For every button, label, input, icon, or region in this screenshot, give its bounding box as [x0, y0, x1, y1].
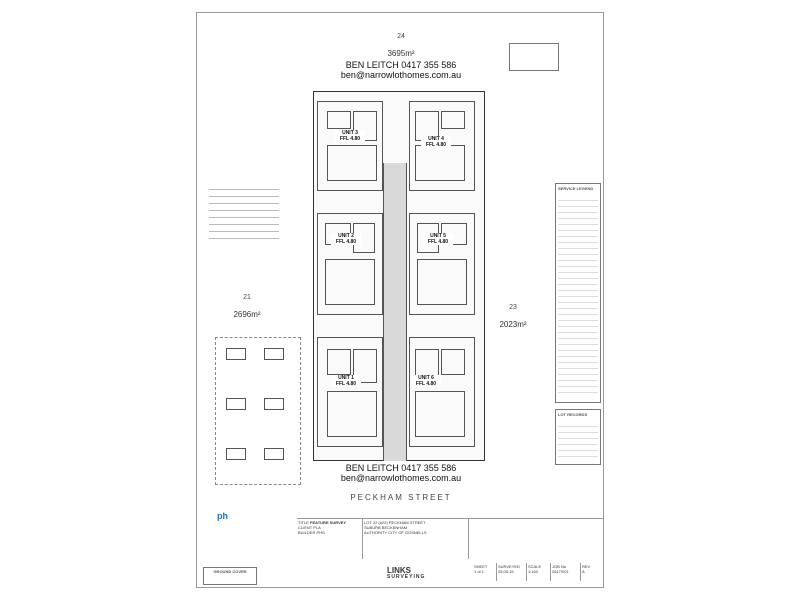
- company-logo: LINKS SURVEYING: [387, 566, 426, 581]
- lot-21-area: 2696m²: [233, 310, 261, 319]
- lot-21-outline: [215, 337, 301, 485]
- survey-sheet: 24 3695m² BEN LEITCH 0417 355 586 ben@na…: [196, 12, 604, 588]
- lot-records: LOT RECORDS: [555, 409, 601, 465]
- unit-1-label: UNIT 1 FFL 4.80: [331, 375, 361, 387]
- contact-bottom-name: BEN LEITCH 0417 355 586: [345, 463, 457, 473]
- lot-24-number: 24: [397, 33, 405, 40]
- unit-2-label: UNIT 2 FFL 4.80: [331, 233, 361, 245]
- units-left-column: [317, 101, 383, 461]
- contact-top-name: BEN LEITCH 0417 355 586: [345, 60, 457, 70]
- notes-box: [509, 43, 559, 71]
- unit-5-label: UNIT 5 FFL 4.80: [423, 233, 453, 245]
- street-name: PECKHAM STREET: [350, 493, 452, 502]
- left-notes: [209, 183, 279, 263]
- unit-3-label: UNIT 3 FFL 4.80: [335, 130, 365, 142]
- lot-21-number: 21: [243, 294, 251, 301]
- lot-23-area: 2023m²: [499, 320, 527, 329]
- contact-bottom-email: ben@narrowlothomes.com.au: [340, 473, 462, 483]
- ground-cover-legend: GROUND COVER: [203, 567, 257, 585]
- contact-top-email: ben@narrowlothomes.com.au: [340, 70, 462, 80]
- unit-6-label: UNIT 6 FFL 4.80: [411, 375, 441, 387]
- units-right-column: [409, 101, 475, 461]
- title-block: TITLE FEATURE SURVEY CLIENT PLA BUILDER …: [297, 518, 603, 587]
- driveway: [383, 163, 407, 461]
- builder-logo: ph: [217, 511, 228, 521]
- unit-4-label: UNIT 4 FFL 4.80: [421, 136, 451, 148]
- lot-24-area: 3695m²: [387, 49, 415, 58]
- lot-23-number: 23: [509, 304, 517, 311]
- service-legend: SERVICE LEGEND: [555, 183, 601, 403]
